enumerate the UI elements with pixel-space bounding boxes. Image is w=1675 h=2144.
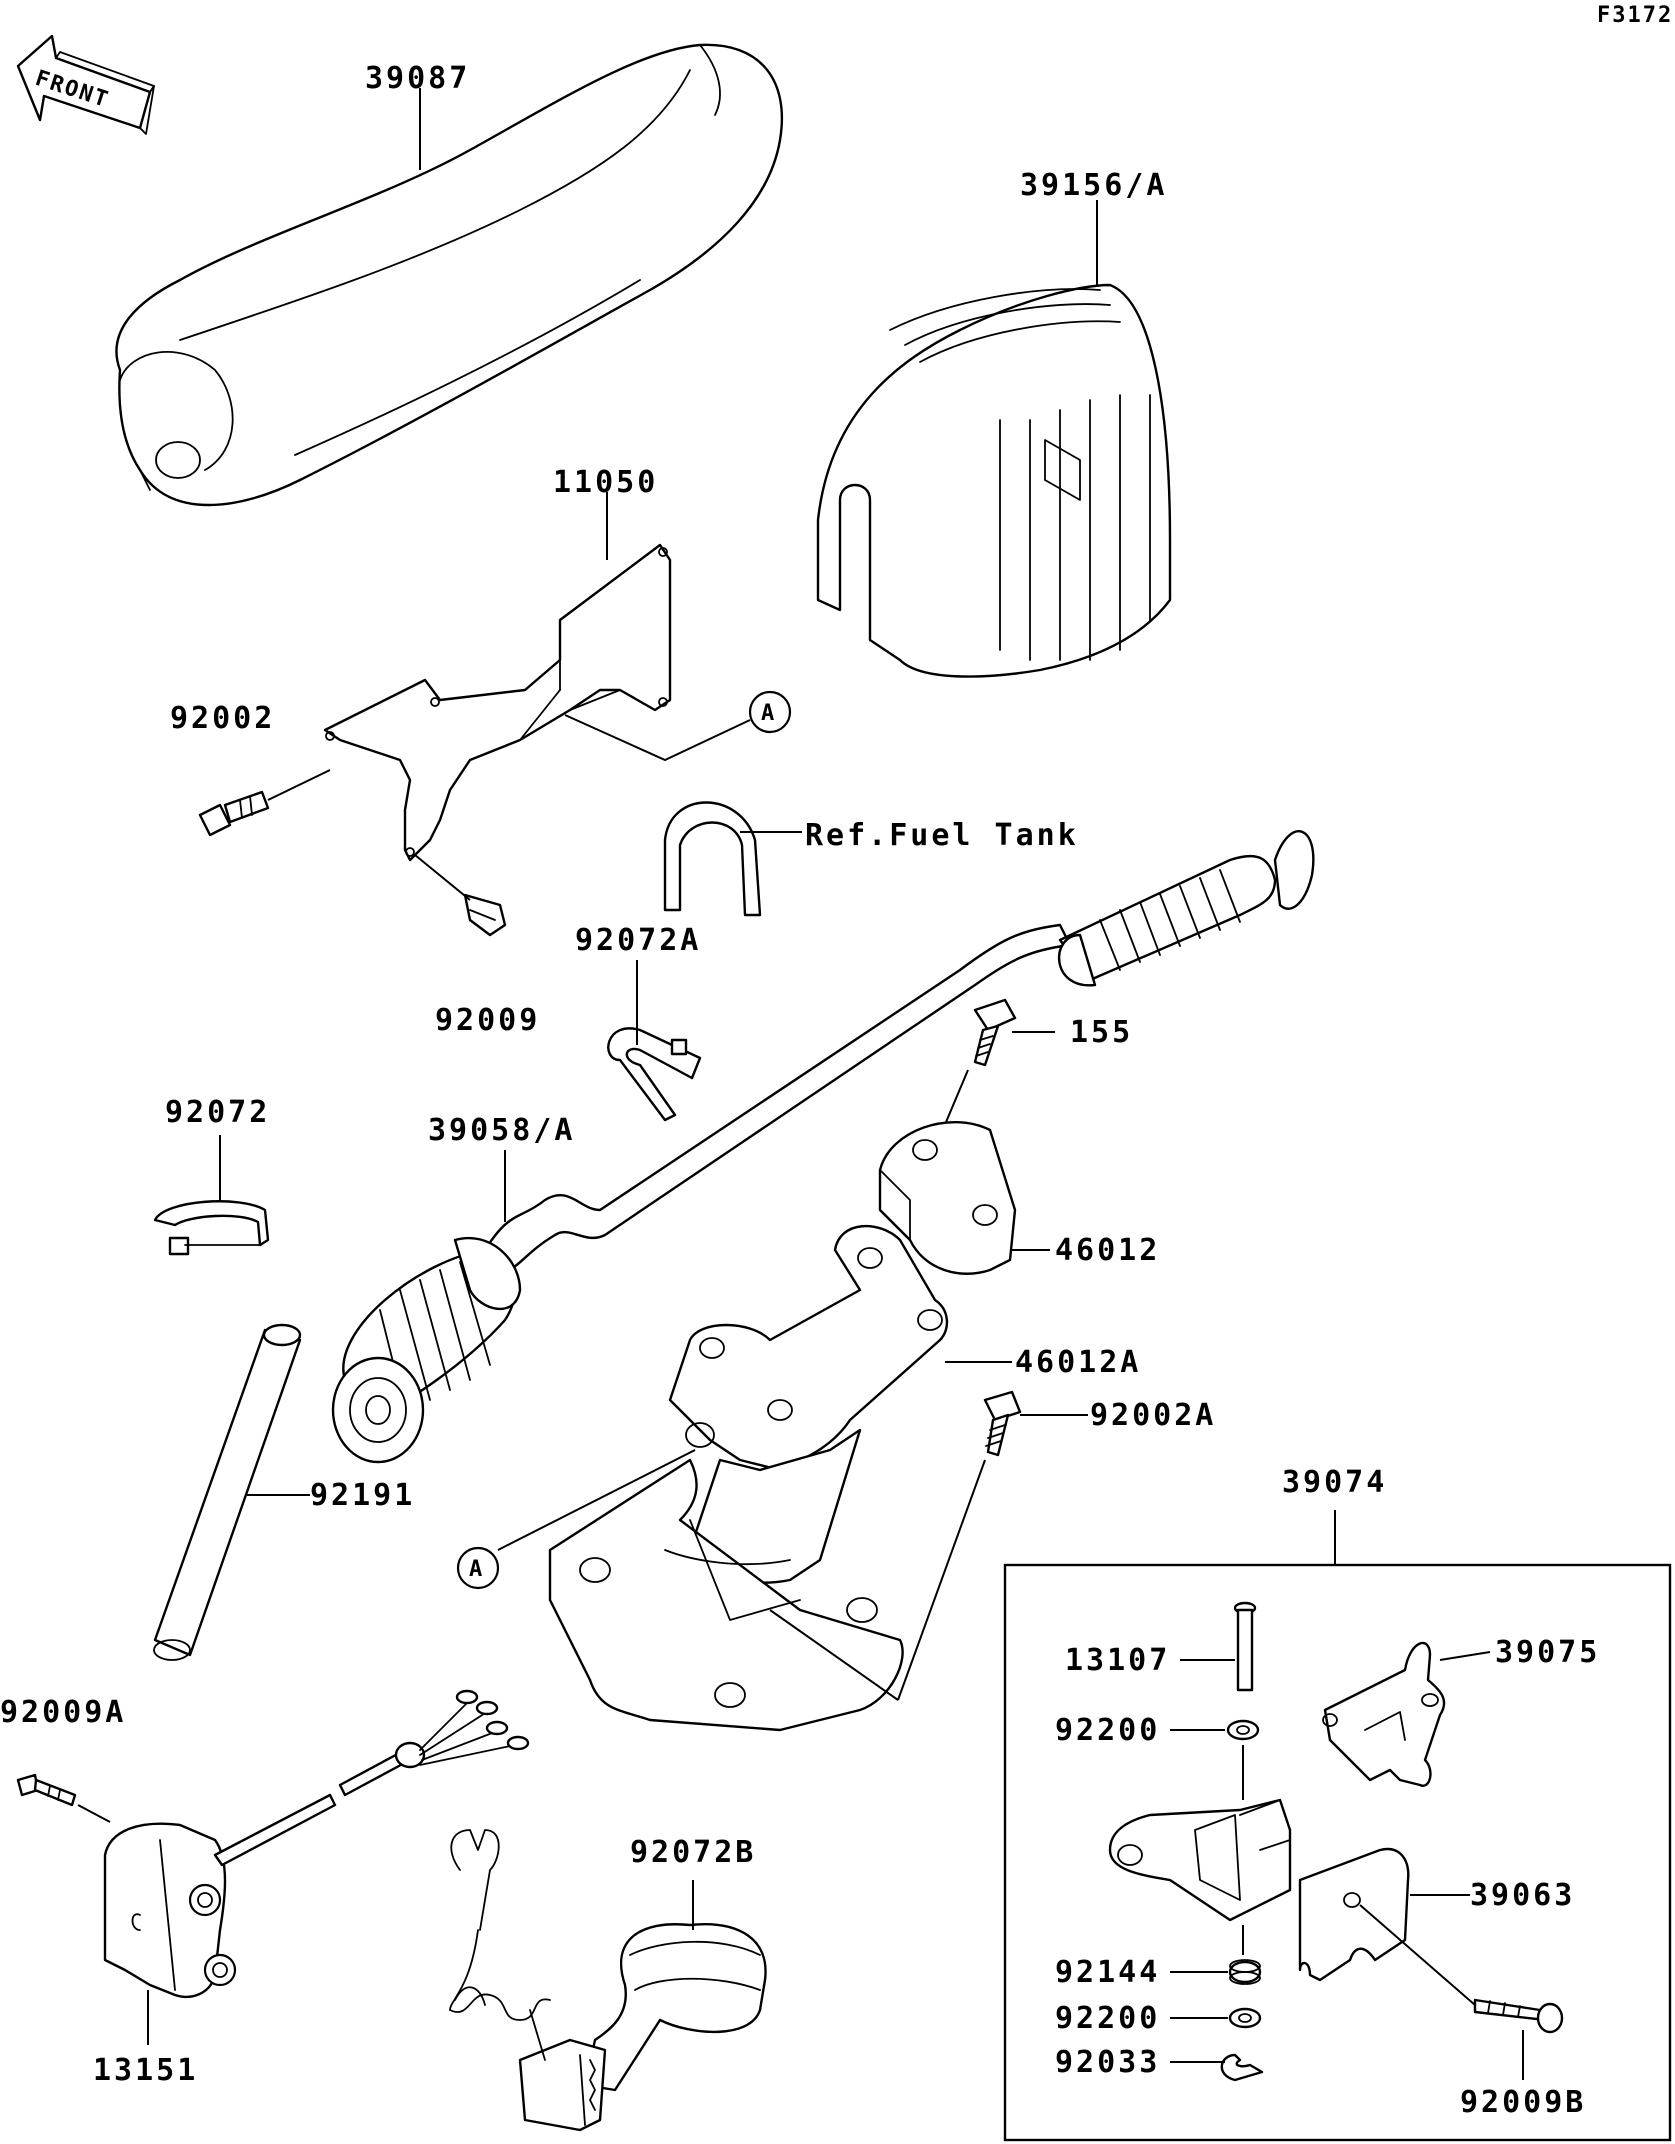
clamp-cap-46012 [878,1121,1017,1275]
label-92072A: 92072A [575,923,701,958]
screw-92009 [463,893,507,937]
switch-13151 [103,1689,530,1998]
clamp-92072B [449,1829,767,2132]
label-92009A: 92009A [0,1695,126,1730]
label-39156A: 39156/A [1020,168,1167,203]
washer-92200-upper [1226,1719,1260,1741]
label-46012A: 46012A [1015,1345,1141,1380]
ref-fuel-tank-note: Ref.Fuel Tank [805,818,1079,853]
callout-a-top: A [761,701,776,726]
label-46012: 46012 [1055,1233,1160,1268]
bolt-92009A [16,1773,77,1807]
label-92009: 92009 [435,1003,540,1038]
fuel-hose [663,801,762,917]
seat-cover-39087 [115,43,784,507]
label-92200-upper: 92200 [1055,1713,1160,1748]
callout-a-bottom: A [469,1557,484,1582]
label-11050: 11050 [553,465,658,500]
figure-code: F3172 [1597,3,1673,28]
tube-92191 [153,1323,302,1661]
label-92072B: 92072B [630,1835,756,1870]
label-92191: 92191 [310,1478,415,1513]
label-39087: 39087 [365,61,470,96]
label-92033: 92033 [1055,2045,1160,2080]
cover-39063 [1298,1847,1410,1982]
label-92200-lower: 92200 [1055,2001,1160,2036]
bolt-92002A [983,1390,1022,1457]
label-39075: 39075 [1495,1635,1600,1670]
circlip-92033 [1220,2053,1264,2082]
spring-92144 [1228,1959,1262,1985]
pin-13107 [1233,1601,1257,1692]
clamp-92072 [153,1200,270,1256]
label-92002: 92002 [170,701,275,736]
bracket-39075 [1322,1641,1446,1787]
bellows-cover-39156A [816,283,1172,678]
label-92072: 92072 [165,1095,270,1130]
washer-92200-lower [1228,2007,1262,2029]
label-13151: 13151 [93,2053,198,2088]
bolt-92002 [198,790,270,837]
bracket-11050 [323,543,672,862]
label-92144: 92144 [1055,1955,1160,1990]
label-39058A: 39058/A [428,1113,575,1148]
label-155: 155 [1070,1015,1133,1050]
label-92002A: 92002A [1090,1398,1216,1433]
lever-body [1108,1798,1292,1922]
front-arrow-icon: FRONT [16,34,155,135]
steering-holder-46012A [548,1225,949,1732]
bolt-155 [973,998,1017,1067]
clamp-92072A [607,1027,702,1122]
handlebar-39058A [331,830,1315,1464]
label-39063: 39063 [1470,1878,1575,1913]
assembly-box-39074 [1003,1563,1672,2142]
screw-92009B [1473,1998,1564,2034]
label-39074: 39074 [1282,1465,1387,1500]
label-13107: 13107 [1065,1643,1170,1678]
label-92009B: 92009B [1460,2085,1586,2120]
